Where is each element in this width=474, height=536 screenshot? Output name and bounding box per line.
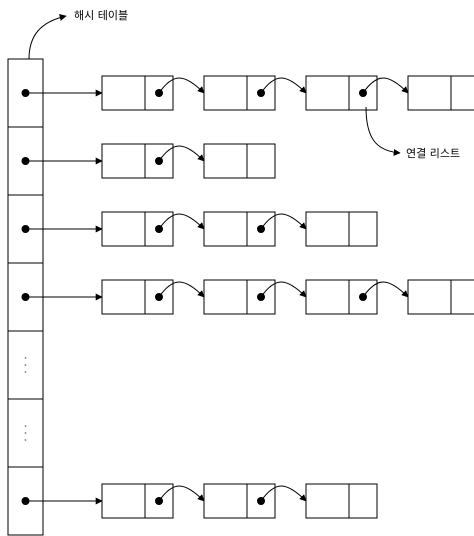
linked-list-label-arrow	[365, 106, 401, 156]
list-node	[305, 279, 378, 315]
next-pointer-arrow	[158, 485, 205, 502]
next-pointer-arrow	[158, 213, 205, 230]
next-pointer-arrow	[158, 77, 205, 94]
ellipsis-dot	[24, 371, 27, 373]
ellipsis-dot	[24, 439, 27, 441]
next-pointer-arrow	[260, 485, 307, 502]
list-node	[305, 483, 378, 519]
next-pointer-arrow	[362, 77, 409, 94]
next-pointer-arrow	[260, 281, 307, 298]
ellipsis-dot	[24, 432, 27, 434]
next-pointer-arrow	[260, 213, 307, 230]
next-pointer-arrow	[260, 77, 307, 94]
list-node	[305, 211, 378, 247]
ellipsis-dot	[24, 364, 27, 366]
linked-list-label: 연결 리스트	[406, 147, 460, 160]
list-node	[407, 75, 474, 111]
next-pointer-arrow	[158, 281, 205, 298]
linked-lists	[25, 75, 474, 519]
ellipsis-dot	[24, 357, 27, 359]
list-node	[203, 143, 276, 179]
next-pointer-arrow	[362, 281, 409, 298]
hash-table-label: 해시 테이블	[74, 8, 128, 22]
hash-table-label-arrow	[28, 14, 67, 60]
ellipsis-dot	[24, 425, 27, 427]
list-node	[407, 279, 474, 315]
next-pointer-arrow	[158, 145, 205, 162]
